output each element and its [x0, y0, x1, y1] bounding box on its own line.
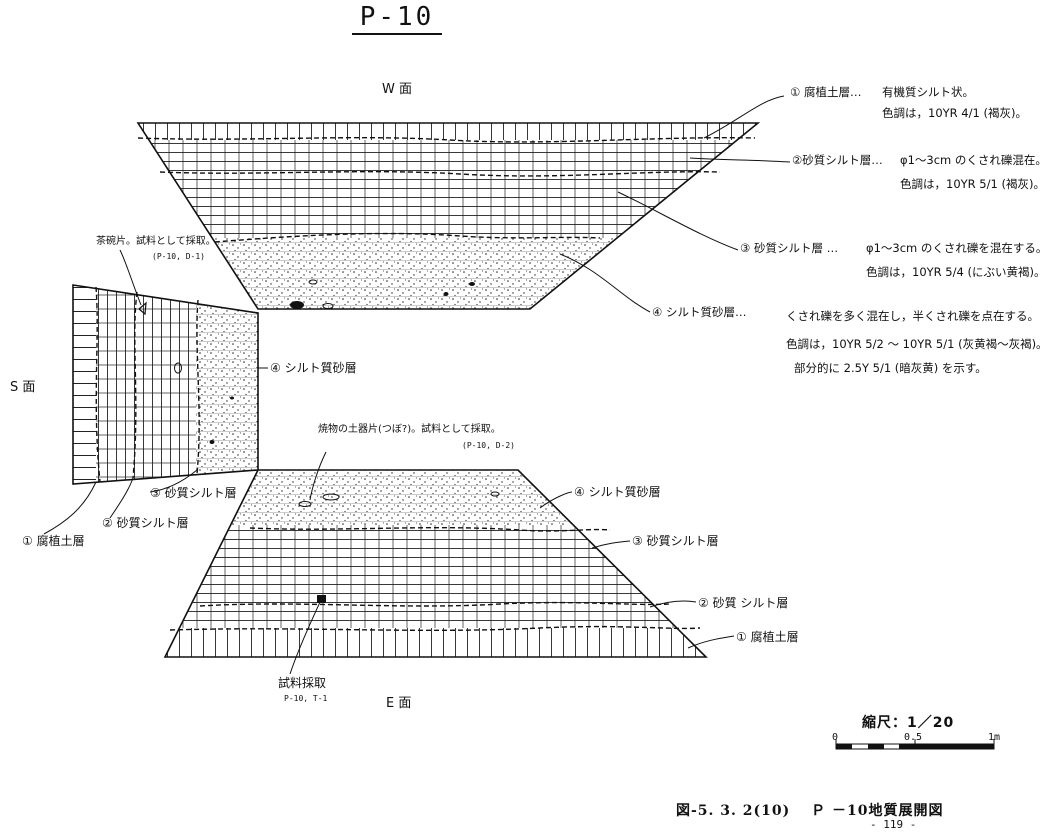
scale-title: 縮尺：1／20	[862, 715, 955, 731]
sample-t1-text: 試料採取	[278, 676, 327, 690]
page-number: - 119 -	[870, 818, 917, 831]
page-title: P-10	[352, 2, 442, 35]
s-layer3-label: ③ 砂質シルト層	[150, 486, 237, 500]
scale-tick-1m: 1m	[988, 732, 1001, 743]
leader-lines	[43, 95, 791, 675]
w-layer4-desc-1: くされ礫を多く混在し，半くされ礫を点在する。	[786, 309, 1039, 323]
s-layer1-label: ① 腐植土層	[22, 534, 85, 548]
sample-d2-text: 焼物の土器片(つぼ?)。試料として採取。	[318, 424, 501, 435]
s-face-label: S 面	[10, 380, 36, 395]
w-layer3-desc-1: φ1～3cm のくされ礫を混在する。	[866, 241, 1048, 255]
s-layer4-label: ④ シルト質砂層	[270, 361, 357, 375]
w-layer2-name: ②砂質シルト層…	[792, 153, 883, 167]
w-layer2-desc-1: φ1～3cm のくされ礫混在。	[900, 153, 1047, 167]
e-layer2-label: ② 砂質 シルト層	[698, 596, 789, 610]
w-layer1-desc-2: 色調は，10YR 4/1 (褐灰)。	[882, 106, 1027, 120]
e-face-label: E 面	[386, 696, 412, 711]
scale-bar	[835, 739, 995, 750]
e-layer4-label: ④ シルト質砂層	[574, 485, 661, 499]
sample-d1-text: 茶碗片。試料として採取。	[96, 236, 216, 247]
w-layer2-desc-2: 色調は，10YR 5/1 (褐灰)。	[900, 177, 1045, 191]
w-layer1-desc-1: 有機質シルト状。	[882, 85, 974, 99]
w-layer4-desc-2: 色調は，10YR 5/2 ～ 10YR 5/1 (灰黄褐～灰褐)。	[786, 337, 1048, 351]
scale-tick-0: 0	[832, 732, 839, 743]
figure-caption: 図-5. 3. 2(10) Ｐ －10地質展開図	[676, 803, 944, 819]
w-layer3-desc-2: 色調は，10YR 5/4 (にぶい黄褐)。	[866, 265, 1046, 279]
sample-d2-code: (P-10, D-2)	[462, 441, 515, 450]
sample-t1-code: P-10, T-1	[284, 694, 328, 703]
w-layer4-desc-3: 部分的に 2.5Y 5/1 (暗灰黄) を示す。	[794, 361, 987, 375]
w-face-section	[136, 122, 761, 310]
s-layer2-label: ② 砂質シルト層	[102, 516, 189, 530]
e-layer1-label: ① 腐植土層	[736, 630, 799, 644]
s-face-section	[72, 284, 259, 485]
w-layer3-name: ③ 砂質シルト層 …	[740, 241, 839, 255]
w-layer1-name: ① 腐植土層…	[790, 85, 862, 99]
scale-tick-half: 0.5	[904, 732, 923, 743]
w-face-label: W 面	[382, 82, 412, 97]
e-layer3-label: ③ 砂質シルト層	[632, 534, 719, 548]
sample-d1-code: (P-10, D-1)	[152, 252, 205, 261]
w-layer4-name: ④ シルト質砂層…	[652, 305, 747, 319]
